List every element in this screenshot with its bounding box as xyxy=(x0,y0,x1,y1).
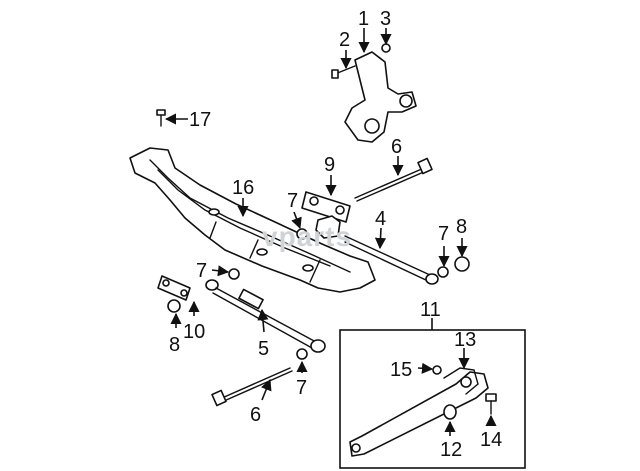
plate-part-10 xyxy=(157,275,191,301)
callout-12: 12 xyxy=(440,439,462,461)
callout-1: 1 xyxy=(358,8,369,30)
callout-6-lower: 6 xyxy=(250,404,261,426)
callout-9: 9 xyxy=(324,154,335,176)
lateral-link-part-4 xyxy=(344,235,439,285)
washer-part-7-center xyxy=(296,228,308,240)
callout-10: 10 xyxy=(183,321,205,343)
callout-8-right: 8 xyxy=(456,216,467,238)
callout-2: 2 xyxy=(339,29,350,51)
nut-part-3 xyxy=(381,43,391,53)
callout-8-left: 8 xyxy=(169,334,180,356)
nut-part-8-right xyxy=(454,256,470,272)
callout-17: 17 xyxy=(189,109,211,131)
callout-11: 11 xyxy=(420,299,441,321)
callout-labels: 1 2 3 4 5 6 6 7 7 7 7 8 8 9 10 11 12 13 … xyxy=(169,8,502,461)
callout-14: 14 xyxy=(480,429,502,451)
watermark: vparts xyxy=(262,221,352,252)
bushing-part-12 xyxy=(443,404,457,420)
trailing-arm-part-13 xyxy=(349,367,489,457)
callout-3: 3 xyxy=(380,8,391,30)
bolt-part-6-upper xyxy=(354,157,433,202)
bolt-part-17 xyxy=(156,109,166,127)
callout-7-right: 7 xyxy=(438,223,449,245)
leader-arrows xyxy=(164,28,497,436)
bracket-part-9 xyxy=(301,191,351,239)
callout-4: 4 xyxy=(375,208,386,230)
nut-part-15 xyxy=(432,365,442,375)
washer-part-7-right xyxy=(437,266,449,278)
washer-part-7-left xyxy=(228,268,240,280)
callout-15: 15 xyxy=(390,359,412,381)
callout-7-lower: 7 xyxy=(296,377,307,399)
callout-6-upper: 6 xyxy=(391,136,402,158)
knuckle-part xyxy=(344,51,417,143)
crossmember-part xyxy=(129,147,376,293)
bolt-part-14 xyxy=(485,393,497,415)
kit-box-11 xyxy=(339,318,526,469)
callout-16: 16 xyxy=(232,177,254,199)
nut-part-8-left xyxy=(167,299,181,313)
callout-7-center: 7 xyxy=(287,190,298,212)
bolt-part-2 xyxy=(331,65,356,79)
callout-7-left: 7 xyxy=(196,260,207,282)
callout-13: 13 xyxy=(454,329,476,351)
callout-5: 5 xyxy=(258,338,269,360)
bolt-part-6-lower xyxy=(211,367,293,407)
washer-part-7-lower xyxy=(296,348,308,360)
